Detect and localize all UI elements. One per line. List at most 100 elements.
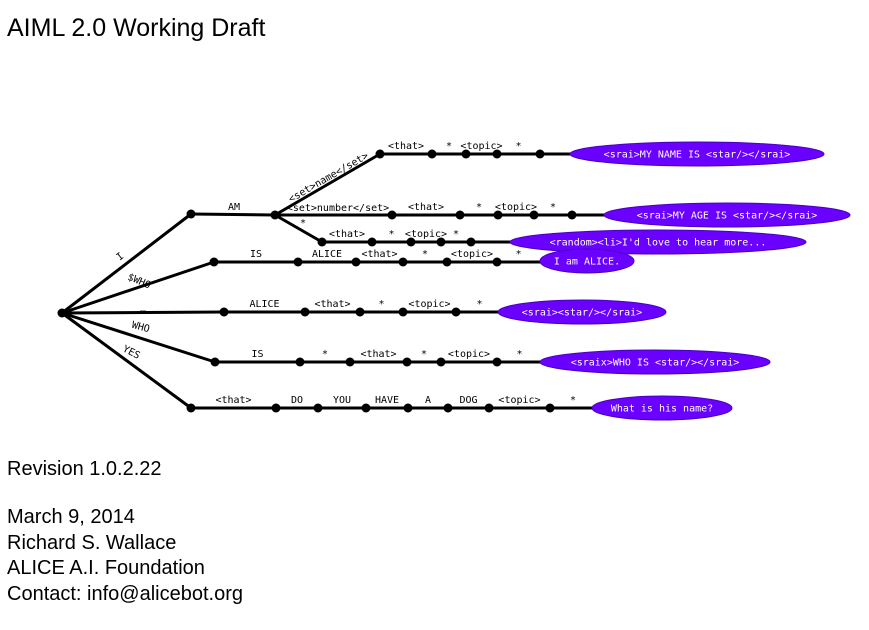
- output-bubble: [591, 395, 733, 421]
- edge-label: *: [421, 349, 427, 360]
- output-text: <srai><star/></srai>: [522, 308, 642, 319]
- tree-node: [427, 149, 437, 159]
- edge-label: DOG: [459, 395, 477, 406]
- edge-label: <that>: [408, 202, 444, 213]
- output-text: What is his name?: [611, 404, 713, 415]
- edge-label: DO: [291, 395, 303, 406]
- edge-label: <that>: [215, 395, 251, 406]
- tree-node: [219, 307, 229, 317]
- tree-node: [57, 308, 67, 318]
- tree-node: [403, 403, 413, 413]
- tree-node: [455, 210, 465, 220]
- output-text: <srai>MY AGE IS <star/></srai>: [637, 211, 818, 222]
- tree-node: [271, 403, 281, 413]
- tree-edge: [273, 152, 382, 217]
- output-bubble: [509, 229, 807, 255]
- tree-node: [461, 149, 471, 159]
- tree-node: [375, 149, 385, 159]
- edge-label: <that>: [361, 249, 397, 260]
- output-bubble: [497, 299, 667, 325]
- edge-label: <that>: [314, 299, 350, 310]
- edge-label: <topic>: [408, 299, 450, 310]
- edge-label: *: [516, 349, 522, 360]
- edge-label: *: [453, 229, 459, 240]
- edge-label: ALICE: [312, 249, 342, 260]
- edge-label: <topic>: [448, 349, 490, 360]
- edge-label: A: [425, 395, 431, 406]
- output-bubble: [539, 349, 771, 375]
- tree-node: [351, 257, 361, 267]
- tree-node: [345, 357, 355, 367]
- tree-edge: [60, 310, 226, 315]
- tree-node: [387, 210, 397, 220]
- edge-label: _: [140, 300, 147, 311]
- output-bubble: [569, 141, 825, 167]
- tree-node: [492, 257, 502, 267]
- contact-label: Contact: info@alicebot.org: [7, 583, 243, 605]
- output-bubble: [603, 202, 851, 228]
- output-text: <random><li>I'd love to hear more...: [550, 238, 767, 249]
- tree-node: [443, 403, 453, 413]
- tree-edge: [189, 212, 277, 217]
- aiml-pattern-tree-diagram: I$WHO_WHOYESAM<set>name</set><set>number…: [57, 141, 851, 421]
- author-label: Richard S. Wallace: [7, 532, 177, 554]
- edge-label: WHO: [131, 320, 151, 335]
- tree-node: [484, 403, 494, 413]
- tree-node: [402, 357, 412, 367]
- tree-edge: [60, 212, 193, 315]
- output-text: <sraix>WHO IS <star/></srai>: [571, 358, 740, 369]
- edge-label: IS: [250, 249, 262, 260]
- edge-label: *: [300, 218, 306, 229]
- edge-label: <that>: [388, 141, 424, 152]
- tree-node: [317, 237, 327, 247]
- tree-node: [300, 307, 310, 317]
- edge-label: AM: [228, 202, 240, 213]
- tree-node: [361, 403, 371, 413]
- edge-label: <topic>: [405, 229, 447, 240]
- tree-node: [545, 403, 555, 413]
- edge-label: *: [322, 349, 328, 360]
- tree-node: [355, 307, 365, 317]
- tree-node: [270, 210, 280, 220]
- tree-node: [442, 257, 452, 267]
- tree-node: [493, 210, 503, 220]
- edge-label: <topic>: [460, 141, 502, 152]
- tree-edge: [273, 213, 324, 244]
- tree-node: [535, 149, 545, 159]
- tree-node: [209, 257, 219, 267]
- edge-label: *: [476, 202, 482, 213]
- tree-node: [492, 357, 502, 367]
- output-text: <srai>MY NAME IS <star/></srai>: [604, 150, 791, 161]
- edge-label: <set>name</set>: [287, 150, 371, 205]
- edge-label: <topic>: [451, 249, 493, 260]
- edge-label: ALICE: [249, 299, 279, 310]
- edge-label: I: [115, 251, 127, 263]
- tree-node: [466, 237, 476, 247]
- date-label: March 9, 2014: [7, 506, 135, 528]
- output-bubble: [539, 248, 635, 274]
- tree-node: [398, 257, 408, 267]
- tree-node: [492, 149, 502, 159]
- edge-label: *: [476, 299, 482, 310]
- tree-edge: [60, 311, 193, 410]
- edge-label: <topic>: [495, 202, 537, 213]
- output-text: I am ALICE.: [554, 257, 620, 268]
- tree-node: [451, 307, 461, 317]
- organization-label: ALICE A.I. Foundation: [7, 557, 205, 579]
- tree-node: [436, 357, 446, 367]
- edge-label: <that>: [360, 349, 396, 360]
- tree-node: [186, 403, 196, 413]
- tree-node: [367, 237, 377, 247]
- edge-label: HAVE: [375, 395, 399, 406]
- tree-node: [313, 403, 323, 413]
- edge-label: *: [446, 141, 452, 152]
- edge-label: YOU: [333, 395, 351, 406]
- tree-node: [406, 237, 416, 247]
- edge-label: IS: [251, 349, 263, 360]
- edge-label: *: [515, 141, 521, 152]
- tree-edge: [60, 311, 217, 364]
- edge-label: *: [515, 249, 521, 260]
- tree-node: [295, 357, 305, 367]
- edge-label: <topic>: [498, 395, 540, 406]
- tree-node: [186, 209, 196, 219]
